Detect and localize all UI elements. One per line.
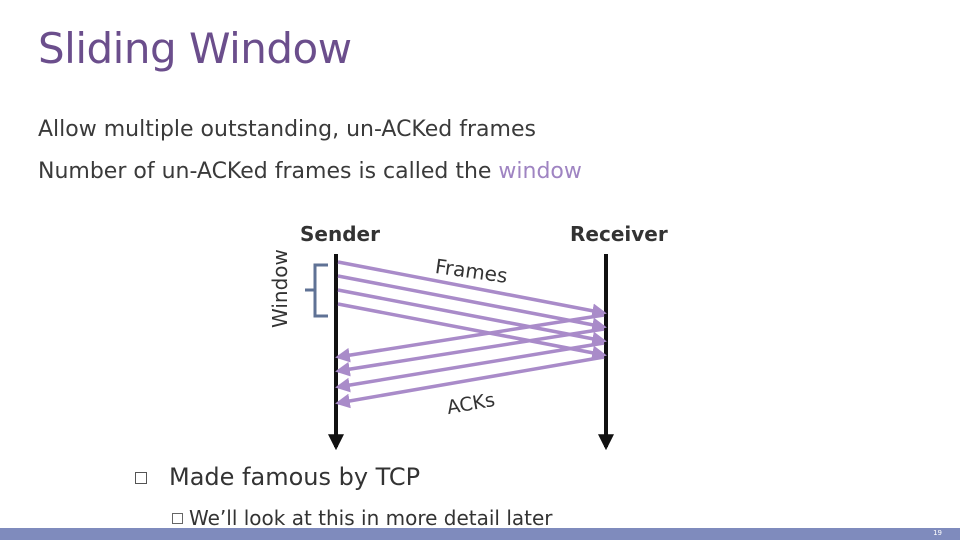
page-number: 19 bbox=[933, 529, 942, 537]
frame-arrow bbox=[337, 302, 607, 361]
hollow-square-bullet-icon bbox=[172, 512, 183, 524]
ack-arrow bbox=[335, 341, 605, 393]
bullet-more-detail-text: We’ll look at this in more detail later bbox=[189, 506, 553, 530]
window-label: Window bbox=[268, 249, 292, 328]
bullet-window-prefix: Number of un-ACKed frames is called the bbox=[38, 159, 499, 184]
window-term: window bbox=[498, 159, 582, 184]
frame-arrow bbox=[337, 288, 607, 347]
hollow-square-bullet-icon bbox=[135, 472, 147, 484]
frame-arrows bbox=[337, 260, 607, 361]
ack-arrow bbox=[335, 327, 605, 377]
sender-label: Sender bbox=[300, 222, 380, 246]
bullet-outstanding-frames: Allow multiple outstanding, un-ACKed fra… bbox=[38, 117, 536, 142]
footer-bar bbox=[0, 528, 960, 540]
ack-arrows bbox=[335, 313, 605, 409]
slide-title: Sliding Window bbox=[38, 24, 352, 73]
bullet-more-detail: We’ll look at this in more detail later bbox=[172, 506, 553, 530]
bullet-made-famous-text: Made famous by TCP bbox=[169, 463, 421, 491]
frame-arrow bbox=[337, 260, 607, 319]
bullet-window-definition: Number of un-ACKed frames is called the … bbox=[38, 159, 582, 184]
window-bracket bbox=[313, 263, 328, 318]
receiver-label: Receiver bbox=[570, 222, 668, 246]
ack-arrow bbox=[335, 355, 605, 409]
bullet-made-famous: Made famous by TCP bbox=[135, 463, 420, 491]
frame-arrow bbox=[337, 274, 607, 333]
ack-arrow bbox=[335, 313, 605, 363]
